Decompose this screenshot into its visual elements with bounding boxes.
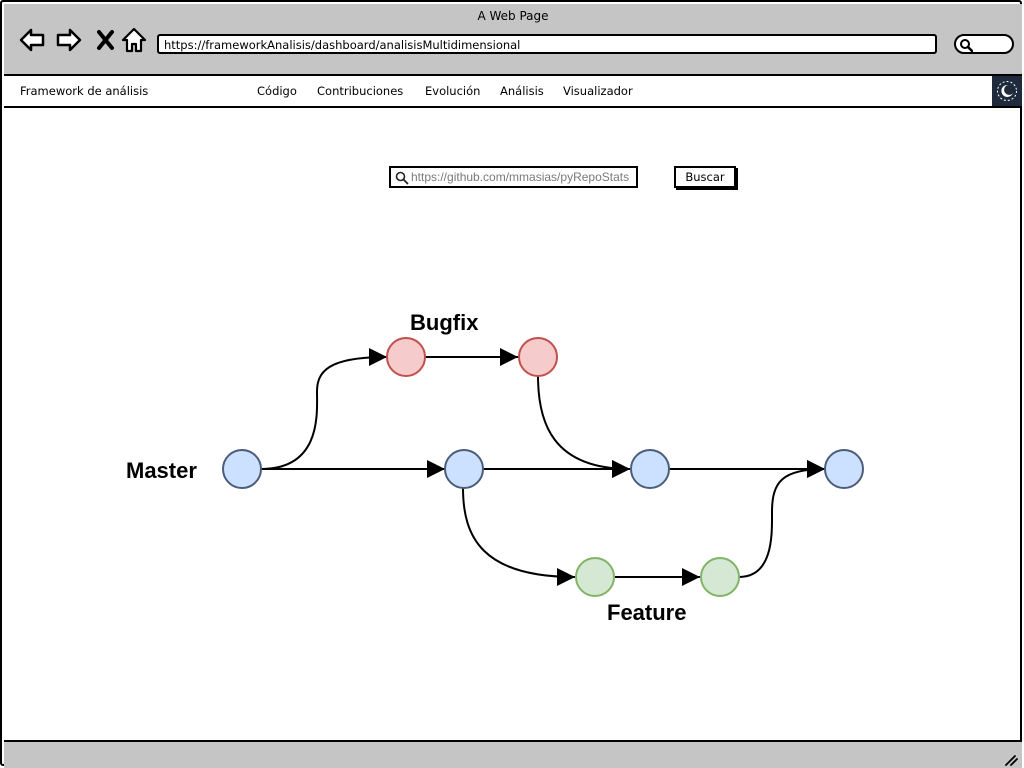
repo-search-input[interactable]	[411, 168, 635, 186]
app-brand[interactable]: Framework de análisis	[20, 84, 149, 98]
home-icon[interactable]	[120, 26, 148, 54]
feature-commit-node	[575, 557, 615, 597]
master-commit-node	[222, 449, 262, 489]
forward-arrow-icon[interactable]	[55, 26, 83, 54]
bugfix-commit-node	[386, 337, 426, 377]
bugfix-commit-node	[518, 337, 558, 377]
feature-commit-node	[700, 557, 740, 597]
bugfix-merge-edge	[537, 375, 631, 478]
feature-merge-edge	[738, 460, 826, 578]
feature-label: Feature	[607, 600, 686, 625]
moon-icon	[997, 81, 1017, 101]
feature-branch-edge	[462, 487, 576, 586]
theme-toggle-button[interactable]	[992, 76, 1022, 106]
master-commit-node	[444, 449, 484, 489]
nav-item-analisis[interactable]: Análisis	[500, 84, 544, 98]
bugfix-branch-edge	[260, 348, 388, 470]
search-icon	[960, 39, 973, 52]
close-icon[interactable]	[92, 26, 120, 54]
nav-item-contribuciones[interactable]: Contribuciones	[317, 84, 404, 98]
address-bar[interactable]: https://frameworkAnalisis/dashboard/anal…	[157, 34, 937, 54]
bugfix-label: Bugfix	[410, 310, 479, 335]
back-arrow-icon[interactable]	[18, 26, 46, 54]
master-commit-node	[824, 449, 864, 489]
browser-titlebar: A Web Page https://frameworkAnalisis/das…	[4, 4, 1022, 76]
search-icon	[395, 171, 409, 185]
git-branch-diagram: Master Bugfix Feature	[126, 310, 864, 625]
window-title: A Web Page	[477, 9, 549, 23]
browser-search-button[interactable]	[954, 34, 1014, 54]
buscar-button[interactable]: Buscar	[674, 166, 736, 188]
master-commit-node	[630, 449, 670, 489]
browser-statusbar	[4, 740, 1022, 768]
resize-grip-icon[interactable]	[1002, 752, 1018, 766]
repo-search-field[interactable]	[389, 166, 638, 188]
app-navbar: Framework de análisis Código Contribucio…	[4, 76, 1022, 108]
nav-item-evolucion[interactable]: Evolución	[425, 84, 481, 98]
master-label: Master	[126, 458, 197, 483]
nav-item-codigo[interactable]: Código	[257, 84, 297, 98]
nav-item-visualizador[interactable]: Visualizador	[563, 84, 633, 98]
